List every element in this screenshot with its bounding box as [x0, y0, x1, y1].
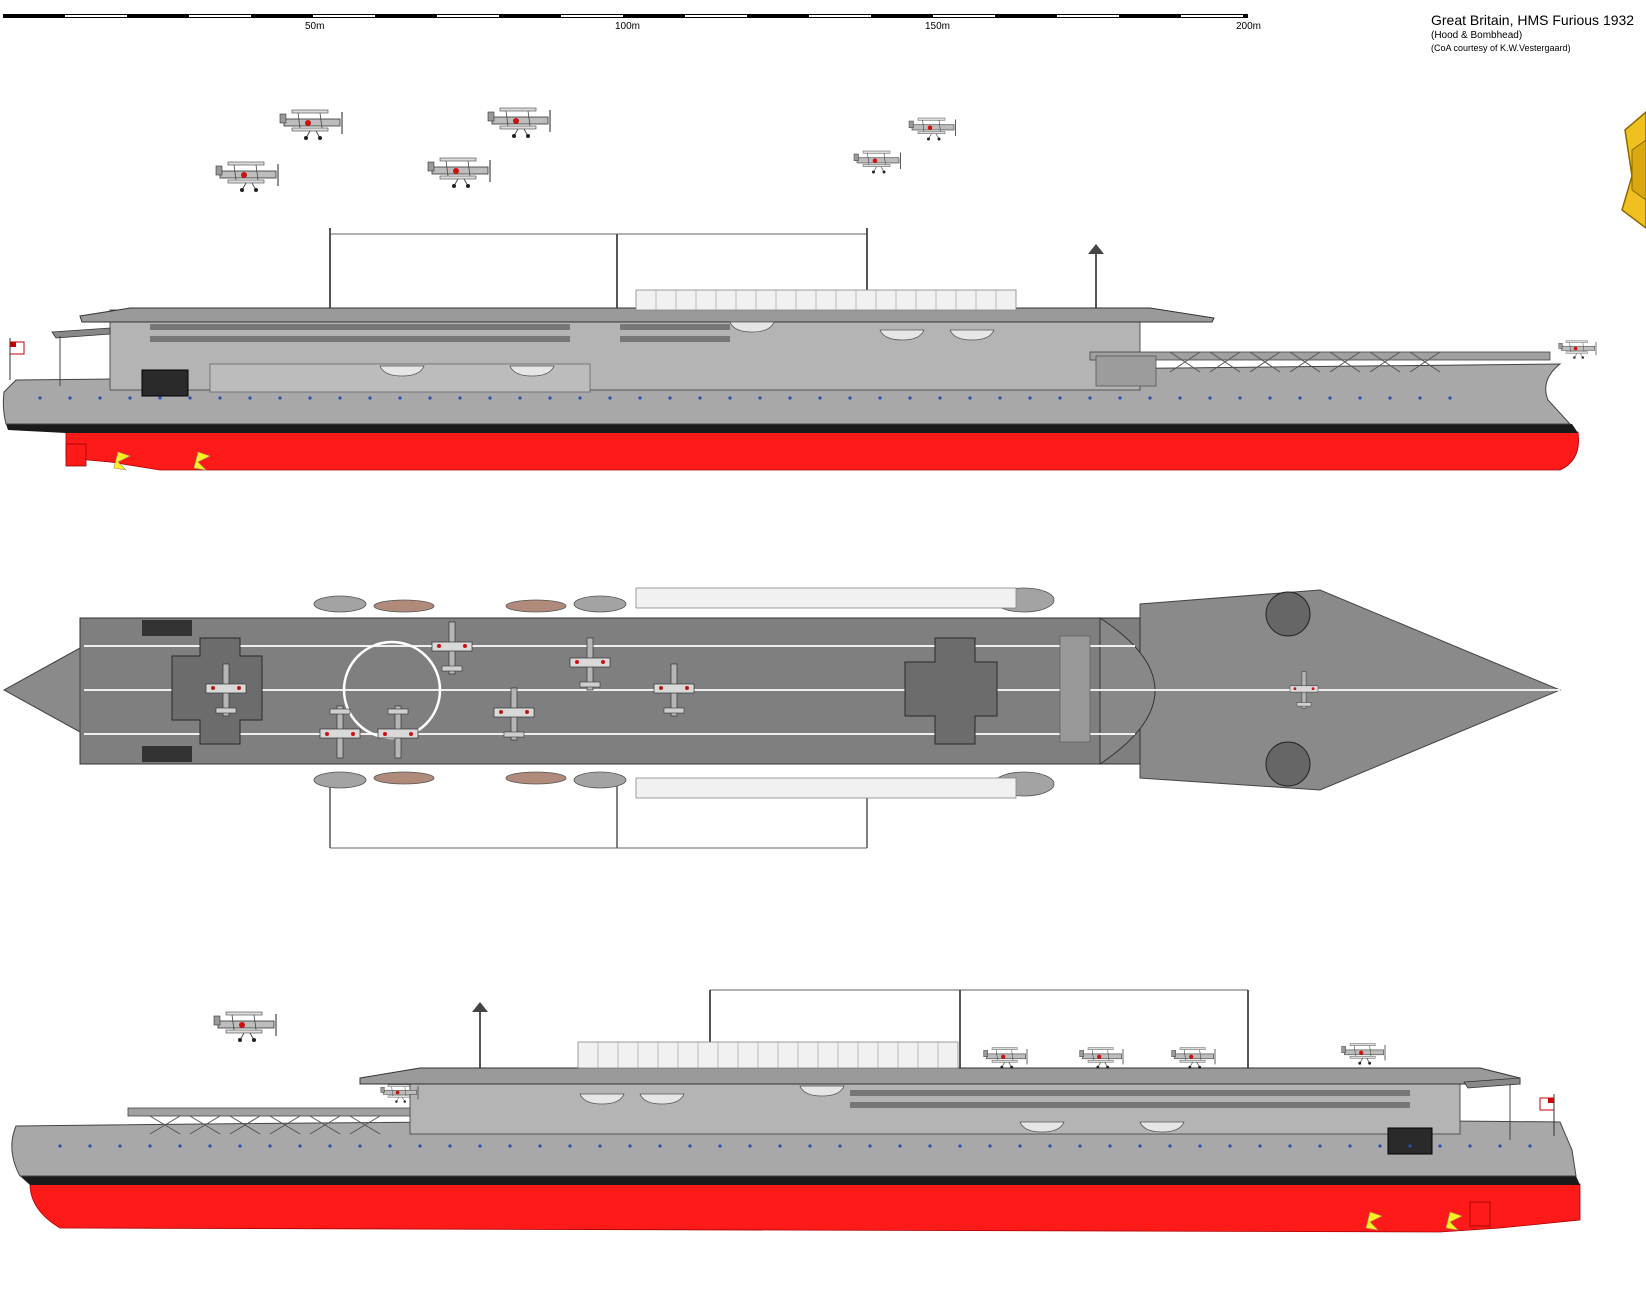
aircraft-biplane — [213, 1011, 277, 1043]
port-profile-view — [11, 989, 1581, 1233]
aircraft-biplane — [487, 107, 551, 139]
aircraft-biplane — [279, 109, 343, 141]
drawing-title: Great Britain, HMS Furious 1932 — [1431, 12, 1635, 28]
starboard-profile-view — [2, 107, 1597, 471]
aircraft-biplane — [853, 150, 901, 174]
scale-label-200: 200m — [1236, 21, 1262, 32]
title-block: Great Britain, HMS Furious 1932 (Hood & … — [1431, 12, 1634, 55]
scale-label-50: 50m — [305, 21, 325, 32]
scale-bar — [3, 14, 1248, 18]
plan-view — [2, 587, 1562, 849]
coat-of-arms-emblem — [1621, 111, 1646, 229]
drawing-credit-coa: (CoA courtesy of K.W.Vestergaard) — [1431, 43, 1571, 53]
aircraft-biplane — [215, 161, 279, 193]
drawing-credit-authors: (Hood & Bombhead) — [1431, 30, 1523, 41]
scale-label-150: 150m — [925, 21, 951, 32]
scale-label-100: 100m — [615, 21, 641, 32]
aircraft-biplane — [908, 117, 956, 141]
aircraft-biplane — [427, 157, 491, 189]
